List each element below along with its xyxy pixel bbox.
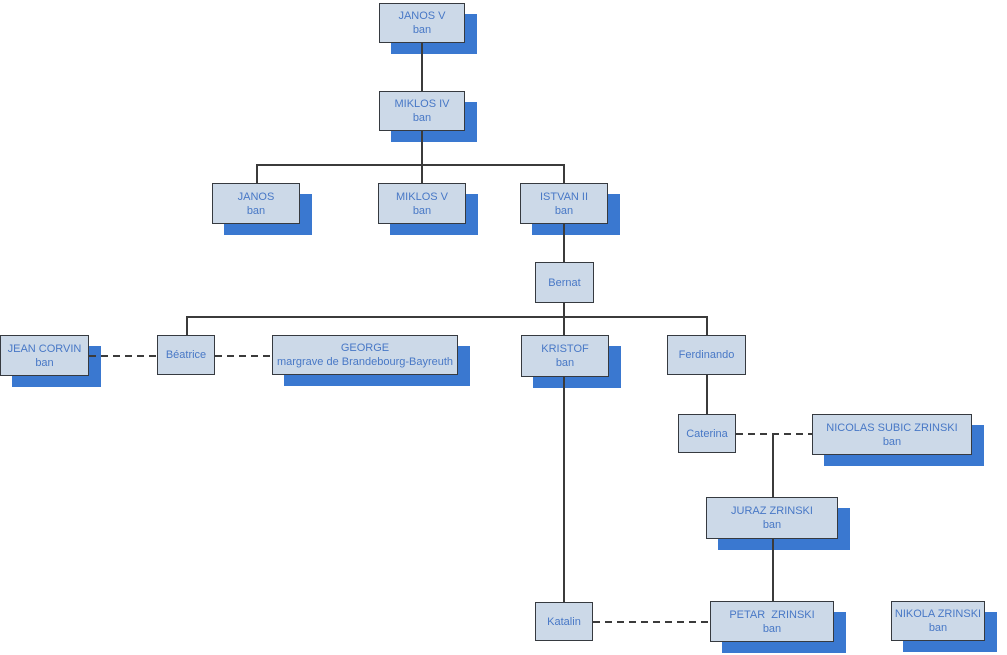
node-caterina: Caterina [678,414,736,453]
person-name: ISTVAN II [539,190,589,203]
connector-line [186,316,188,335]
node-kristof: KRISTOF ban [521,335,609,377]
node-miklos-v: MIKLOS V ban [378,183,466,224]
person-title: ban [412,112,432,124]
person-title: margrave de Brandebourg-Bayreuth [276,356,454,368]
connector-line [706,316,708,335]
person-name: JANOS [237,190,275,203]
node-juraz-zrinski: JURAZ ZRINSKI ban [706,497,838,539]
person-name: JANOS V [398,10,446,22]
node-janos: JANOS ban [212,183,300,224]
person-name: PETAR ZRINSKI [729,608,815,621]
person-name: Bernat [548,276,581,289]
person-name: NIKOLA ZRINSKI [894,608,982,620]
connector-line [563,316,565,335]
node-istvan-ii: ISTVAN II ban [520,183,608,224]
connector-line [421,164,423,183]
connector-line [706,375,708,414]
node-nicolas-subic-zrinski: NICOLAS SUBIC ZRINSKI ban [812,414,972,455]
node-beatrice: Béatrice [157,335,215,375]
person-name: JEAN CORVIN [7,342,82,355]
connector-line [256,164,564,166]
person-name: GEORGE [340,342,390,354]
person-name: Ferdinando [678,349,735,361]
connector-line [772,433,774,497]
node-miklos-iv: MIKLOS IV ban [379,91,465,131]
person-name: NICOLAS SUBIC ZRINSKI [826,421,958,434]
person-title: ban [412,204,432,217]
person-name: Katalin [547,615,581,628]
person-title: ban [412,24,432,36]
connector-line-dashed [593,621,710,623]
node-nikola-zrinski: NIKOLA ZRINSKI ban [891,601,985,641]
person-title: ban [882,435,902,448]
person-name: Béatrice [165,349,207,361]
connector-line [772,539,774,601]
connector-line [563,224,565,262]
person-name: MIKLOS V [396,190,448,203]
node-ferdinando: Ferdinando [667,335,746,375]
node-janos-v: JANOS V ban [379,3,465,43]
connector-line-dashed [89,355,157,357]
person-title: ban [35,356,54,369]
connector-line [563,164,565,183]
person-title: ban [246,204,266,217]
person-title: ban [554,204,574,217]
person-title: ban [762,519,782,531]
connector-line-dashed [736,433,812,435]
person-name: JURAZ ZRINSKI [731,505,813,517]
connector-line [256,164,258,183]
connector-line-dashed [215,355,272,357]
node-katalin: Katalin [535,602,593,641]
node-george: GEORGE margrave de Brandebourg-Bayreuth [272,335,458,375]
person-name: Caterina [686,427,728,440]
connector-line [563,377,565,602]
connector-line [421,43,423,91]
node-bernat: Bernat [535,262,594,303]
node-jean-corvin: JEAN CORVIN ban [0,335,89,376]
person-title: ban [555,357,575,369]
person-title: ban [762,622,782,635]
connector-line [421,131,423,164]
node-petar-zrinski: PETAR ZRINSKI ban [710,601,834,642]
person-title: ban [928,622,948,634]
person-name: KRISTOF [541,343,589,355]
connector-line [186,316,707,318]
connector-line [563,303,565,316]
person-name: MIKLOS IV [394,98,450,110]
